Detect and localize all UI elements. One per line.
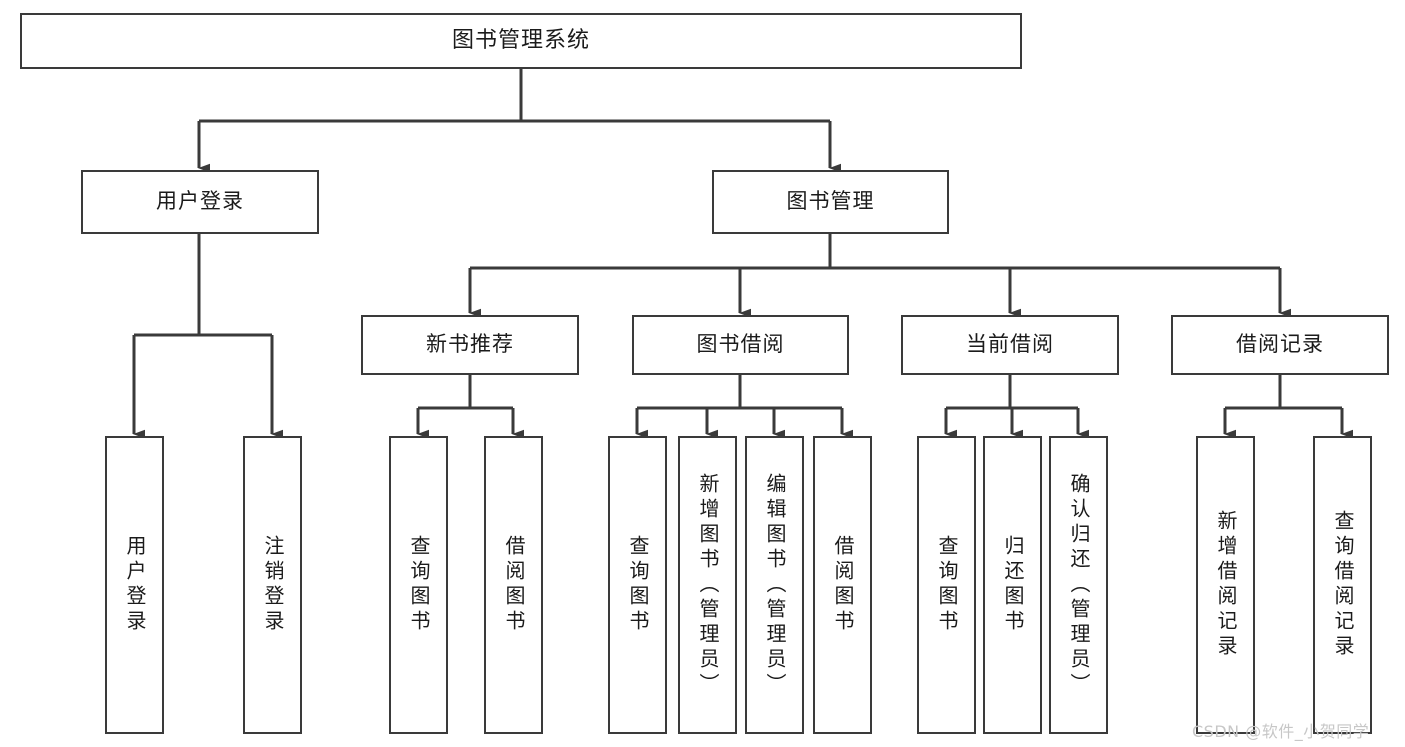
node-leaf-add-record[interactable]: 新增借阅记录 <box>1196 436 1255 734</box>
node-leaf-user-login[interactable]: 用户登录 <box>105 436 164 734</box>
node-leaf-query-record-label: 查询借阅记录 <box>1331 510 1355 660</box>
node-leaf-logout-label: 注销登录 <box>261 535 285 635</box>
node-leaf-add-record-label: 新增借阅记录 <box>1214 510 1238 660</box>
trunk-new-book-rec-to-leaves <box>416 375 524 439</box>
node-book-manage-label: 图书管理 <box>786 189 875 214</box>
node-leaf-edit-book-label: 编辑图书（管理员） <box>763 472 787 698</box>
node-leaf-add-book-label: 新增图书（管理员） <box>696 472 720 698</box>
trunk-user-login-to-leaves <box>132 234 283 439</box>
node-leaf-borrow-book-1-label: 借阅图书 <box>502 535 526 635</box>
node-leaf-borrow-book-1[interactable]: 借阅图书 <box>484 436 543 734</box>
node-leaf-query-book-1-label: 查询图书 <box>407 535 431 635</box>
node-borrow-record-label: 借阅记录 <box>1236 332 1324 357</box>
node-leaf-query-book-3[interactable]: 查询图书 <box>917 436 976 734</box>
node-leaf-query-book-2-label: 查询图书 <box>626 535 650 635</box>
node-root[interactable]: 图书管理系统 <box>20 13 1022 69</box>
node-leaf-query-book-1[interactable]: 查询图书 <box>389 436 448 734</box>
node-leaf-borrow-book-2[interactable]: 借阅图书 <box>813 436 872 734</box>
node-book-borrow[interactable]: 图书借阅 <box>632 315 849 375</box>
node-leaf-return-book-label: 归还图书 <box>1001 535 1025 635</box>
node-leaf-edit-book[interactable]: 编辑图书（管理员） <box>745 436 804 734</box>
trunk-book-manage-to-level2 <box>468 234 1291 318</box>
trunk-current-borrow-to-leaves <box>944 375 1089 439</box>
node-borrow-record[interactable]: 借阅记录 <box>1171 315 1389 375</box>
node-new-book-rec[interactable]: 新书推荐 <box>361 315 579 375</box>
trunk-root-to-level1 <box>197 69 841 173</box>
csdn-watermark: CSDN @软件_小贺同学 <box>1192 722 1370 741</box>
node-leaf-add-book[interactable]: 新增图书（管理员） <box>678 436 737 734</box>
node-current-borrow-label: 当前借阅 <box>966 332 1054 357</box>
trunk-borrow-record-to-leaves <box>1223 375 1353 439</box>
node-leaf-query-record[interactable]: 查询借阅记录 <box>1313 436 1372 734</box>
node-leaf-logout[interactable]: 注销登录 <box>243 436 302 734</box>
trunk-book-borrow-to-leaves <box>635 375 853 439</box>
node-leaf-confirm-return[interactable]: 确认归还（管理员） <box>1049 436 1108 734</box>
node-user-login-label: 用户登录 <box>156 189 244 214</box>
node-root-label: 图书管理系统 <box>451 27 590 53</box>
node-new-book-rec-label: 新书推荐 <box>426 332 514 357</box>
node-leaf-confirm-return-label: 确认归还（管理员） <box>1067 472 1091 698</box>
node-user-login[interactable]: 用户登录 <box>81 170 319 234</box>
node-leaf-user-login-label: 用户登录 <box>123 535 147 635</box>
node-current-borrow[interactable]: 当前借阅 <box>901 315 1119 375</box>
node-book-borrow-label: 图书借阅 <box>696 332 785 357</box>
node-leaf-borrow-book-2-label: 借阅图书 <box>831 535 855 635</box>
node-leaf-query-book-3-label: 查询图书 <box>935 535 959 635</box>
node-leaf-query-book-2[interactable]: 查询图书 <box>608 436 667 734</box>
node-leaf-return-book[interactable]: 归还图书 <box>983 436 1042 734</box>
node-book-manage[interactable]: 图书管理 <box>712 170 949 234</box>
